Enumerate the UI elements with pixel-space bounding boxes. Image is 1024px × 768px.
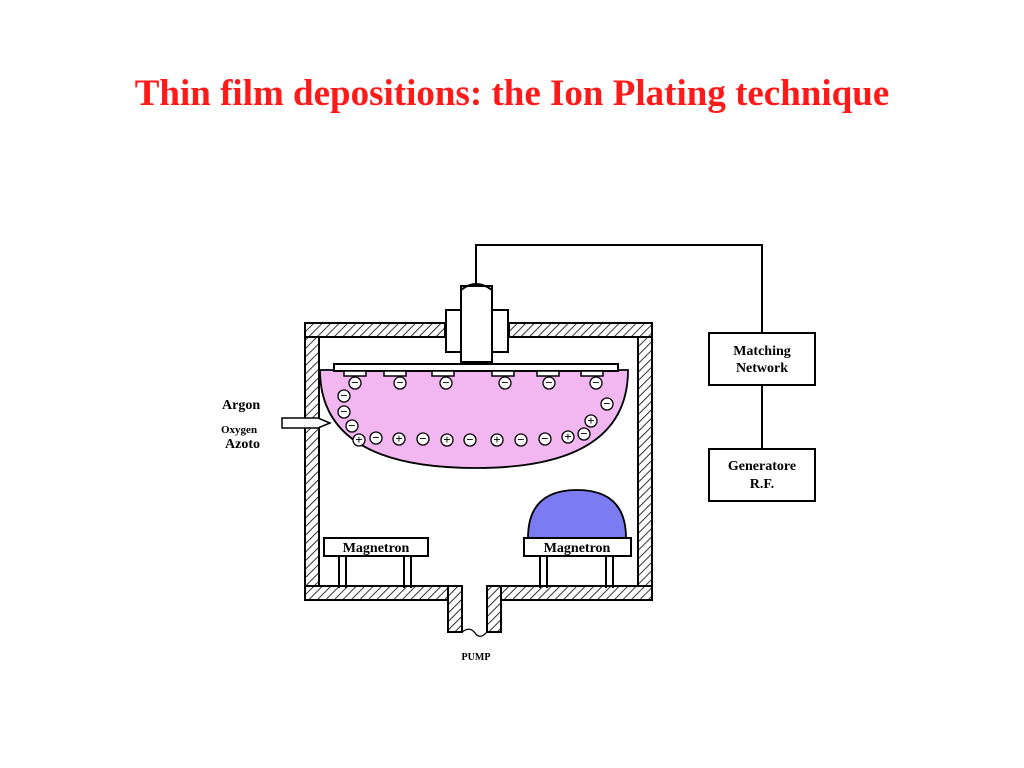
generator-label-2: R.F. (750, 477, 774, 492)
charge-ion: − (600, 396, 614, 411)
charges-top-row: − − − − − − (348, 375, 603, 390)
rf-cable (475, 244, 763, 333)
charge-ion: + (440, 432, 454, 447)
charge-sign: − (340, 388, 347, 403)
charge-sign: − (419, 431, 426, 446)
charge-ion: − (538, 431, 552, 446)
charge-ion: + (392, 431, 406, 446)
charge-sign: − (351, 375, 358, 390)
magnetron-right: Magnetron (523, 537, 632, 588)
charge-sign: − (592, 375, 599, 390)
magnetron-left: Magnetron (323, 537, 429, 588)
gas-label-oxygen: Oxygen (221, 424, 257, 436)
charges-side: − − − − + − (337, 388, 614, 441)
pump-label: PUMP (462, 652, 491, 663)
charge-ion: − (577, 426, 591, 441)
charge-sign: − (501, 375, 508, 390)
magnetron-left-label: Magnetron (343, 541, 410, 556)
matching-network-box: Matching Network (708, 332, 816, 386)
target-plasma-dome (527, 489, 627, 539)
charge-sign: − (603, 396, 610, 411)
plasma-glow (319, 369, 629, 469)
rf-generator-box: Generatore R.F. (708, 448, 816, 502)
charge-sign: + (564, 429, 571, 444)
generator-label-1: Generatore (728, 459, 796, 474)
substrate-plate (333, 363, 619, 377)
charge-sign: − (517, 432, 524, 447)
charge-sign: + (443, 432, 450, 447)
charge-ion: − (542, 375, 556, 390)
charge-sign: + (395, 431, 402, 446)
charge-sign: − (580, 426, 587, 441)
charge-ion: + (584, 413, 598, 428)
charge-ion: + (561, 429, 575, 444)
charge-sign: − (466, 432, 473, 447)
charge-sign: + (355, 432, 362, 447)
matching-network-label-1: Matching (733, 344, 791, 359)
charge-sign: + (493, 432, 500, 447)
charge-ion: − (369, 430, 383, 445)
matching-network-label-2: Network (736, 361, 788, 376)
charge-ion: + (490, 432, 504, 447)
magnetron-right-label: Magnetron (544, 541, 611, 556)
charge-ion: − (416, 431, 430, 446)
charges-bottom-row: + − + − + − + − − + (352, 429, 575, 447)
charge-ion: + (352, 432, 366, 447)
charge-ion: − (337, 388, 351, 403)
charge-ion: − (514, 432, 528, 447)
gas-label-argon: Argon (222, 398, 260, 413)
pump-connection (461, 628, 488, 637)
charge-ion: − (393, 375, 407, 390)
charge-ion: − (463, 432, 477, 447)
charge-sign: − (545, 375, 552, 390)
page-title: Thin film depositions: the Ion Plating t… (134, 73, 890, 114)
charge-sign: − (372, 430, 379, 445)
charge-ion: − (348, 375, 362, 390)
gas-inlet-arrow (281, 417, 332, 429)
gas-label-azoto: Azoto (225, 437, 260, 452)
charge-ion: − (439, 375, 453, 390)
charge-ion: − (337, 404, 351, 419)
substrate-feedthrough (445, 283, 509, 363)
charge-sign: − (396, 375, 403, 390)
charge-sign: − (541, 431, 548, 446)
charge-ion: − (345, 418, 359, 433)
charge-sign: − (442, 375, 449, 390)
charge-sign: − (340, 404, 347, 419)
charge-sign: − (348, 418, 355, 433)
charge-sign: + (587, 413, 594, 428)
charge-ion: − (498, 375, 512, 390)
charge-ion: − (589, 375, 603, 390)
